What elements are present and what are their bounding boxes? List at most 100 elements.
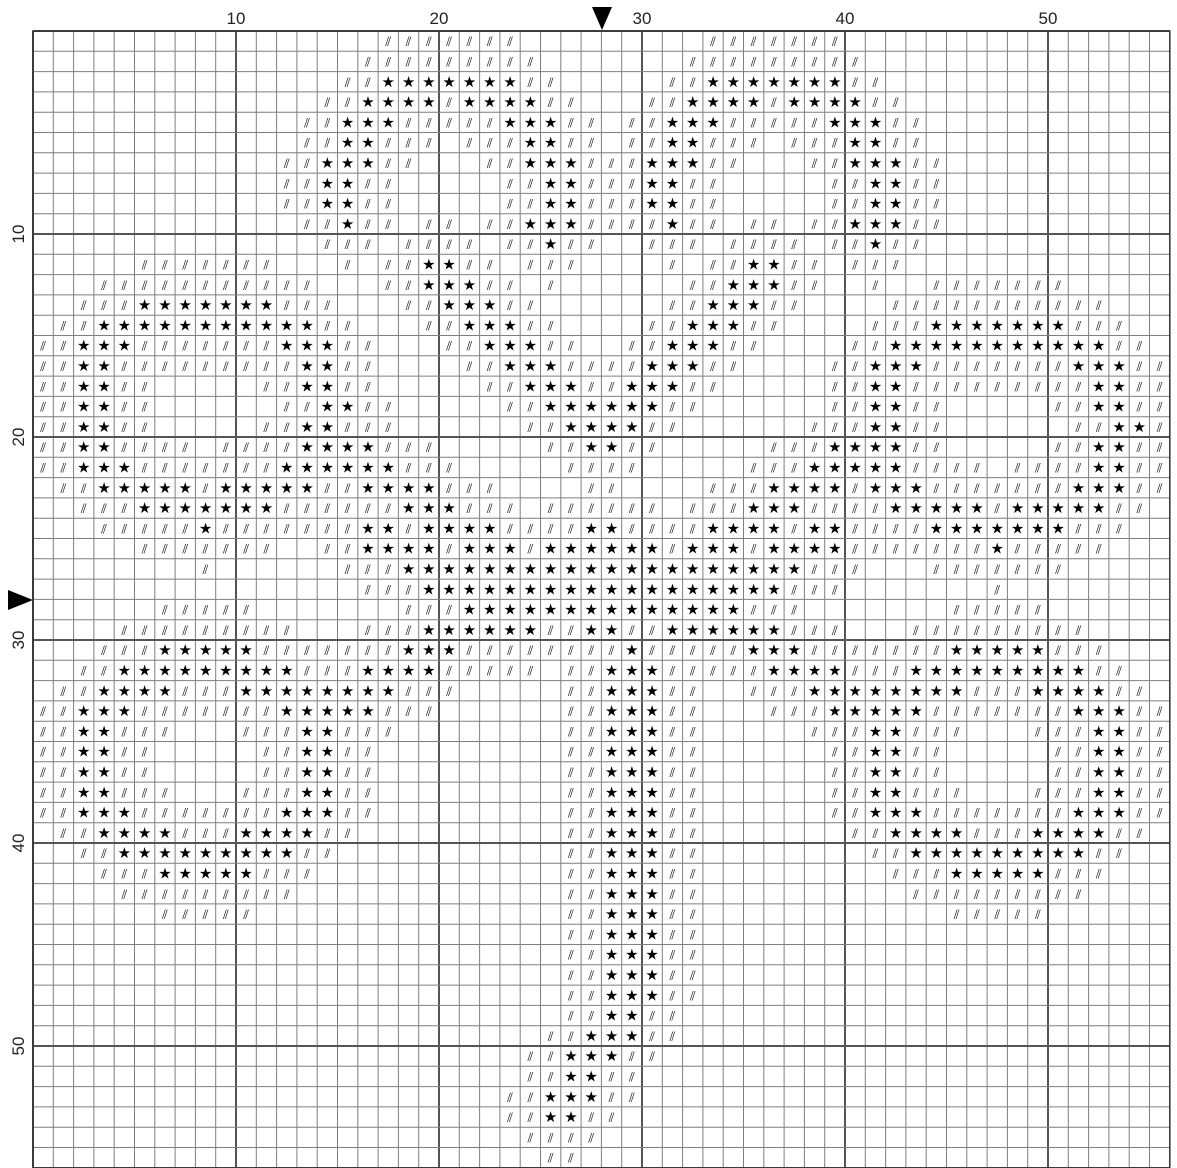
star-stitch-symbol: ★ <box>1011 864 1024 882</box>
star-stitch-symbol: ★ <box>422 641 435 659</box>
star-stitch-symbol: ★ <box>402 499 415 517</box>
hatch-stitch-symbol: ⫽ <box>283 299 290 314</box>
hatch-stitch-symbol: ⫽ <box>364 198 371 213</box>
hatch-stitch-symbol: ⫽ <box>648 441 655 456</box>
star-stitch-symbol: ★ <box>422 499 435 517</box>
hatch-stitch-symbol: ⫽ <box>242 461 249 476</box>
star-stitch-symbol: ★ <box>625 580 638 598</box>
hatch-stitch-symbol: ⫽ <box>1115 502 1122 517</box>
hatch-stitch-symbol: ⫽ <box>263 888 270 903</box>
hatch-stitch-symbol: ⫽ <box>1135 380 1142 395</box>
star-stitch-symbol: ★ <box>727 560 740 578</box>
star-stitch-symbol: ★ <box>950 864 963 882</box>
hatch-stitch-symbol: ⫽ <box>1135 786 1142 801</box>
hatch-stitch-symbol: ⫽ <box>587 380 594 395</box>
hatch-stitch-symbol: ⫽ <box>344 380 351 395</box>
hatch-stitch-symbol: ⫽ <box>364 218 371 233</box>
star-stitch-symbol: ★ <box>625 540 638 558</box>
hatch-stitch-symbol: ⫽ <box>384 624 391 639</box>
star-stitch-symbol: ★ <box>645 905 658 923</box>
star-stitch-symbol: ★ <box>321 174 334 192</box>
hatch-stitch-symbol: ⫽ <box>608 177 615 192</box>
hatch-stitch-symbol: ⫽ <box>181 441 188 456</box>
hatch-stitch-symbol: ⫽ <box>100 664 107 679</box>
star-stitch-symbol: ★ <box>909 357 922 375</box>
hatch-stitch-symbol: ⫽ <box>405 604 412 619</box>
hatch-stitch-symbol: ⫽ <box>141 705 148 720</box>
hatch-stitch-symbol: ⫽ <box>608 157 615 172</box>
star-stitch-symbol: ★ <box>930 316 943 334</box>
star-stitch-symbol: ★ <box>767 255 780 273</box>
hatch-stitch-symbol: ⫽ <box>384 35 391 50</box>
hatch-stitch-symbol: ⫽ <box>1014 807 1021 822</box>
star-stitch-symbol: ★ <box>1112 722 1125 740</box>
hatch-stitch-symbol: ⫽ <box>323 137 330 152</box>
hatch-stitch-symbol: ⫽ <box>1054 746 1061 761</box>
star-stitch-symbol: ★ <box>158 296 171 314</box>
star-stitch-symbol: ★ <box>706 316 719 334</box>
hatch-stitch-symbol: ⫽ <box>872 827 879 842</box>
hatch-stitch-symbol: ⫽ <box>993 604 1000 619</box>
star-stitch-symbol: ★ <box>442 255 455 273</box>
hatch-stitch-symbol: ⫽ <box>486 664 493 679</box>
hatch-stitch-symbol: ⫽ <box>790 258 797 273</box>
star-stitch-symbol: ★ <box>321 337 334 355</box>
star-stitch-symbol: ★ <box>950 499 963 517</box>
star-stitch-symbol: ★ <box>422 621 435 639</box>
hatch-stitch-symbol: ⫽ <box>831 360 838 375</box>
hatch-stitch-symbol: ⫽ <box>567 867 574 882</box>
hatch-stitch-symbol: ⫽ <box>709 279 716 294</box>
hatch-stitch-symbol: ⫽ <box>526 1091 533 1106</box>
hatch-stitch-symbol: ⫽ <box>973 360 980 375</box>
hatch-stitch-symbol: ⫽ <box>120 725 127 740</box>
hatch-stitch-symbol: ⫽ <box>1075 299 1082 314</box>
hatch-stitch-symbol: ⫽ <box>263 461 270 476</box>
star-stitch-symbol: ★ <box>1092 783 1105 801</box>
star-stitch-symbol: ★ <box>727 519 740 537</box>
star-stitch-symbol: ★ <box>1051 682 1064 700</box>
star-stitch-symbol: ★ <box>524 93 537 111</box>
hatch-stitch-symbol: ⫽ <box>1095 543 1102 558</box>
star-stitch-symbol: ★ <box>848 702 861 720</box>
star-stitch-symbol: ★ <box>645 722 658 740</box>
hatch-stitch-symbol: ⫽ <box>141 522 148 537</box>
star-stitch-symbol: ★ <box>889 499 902 517</box>
star-stitch-symbol: ★ <box>605 418 618 436</box>
hatch-stitch-symbol: ⫽ <box>729 340 736 355</box>
hatch-stitch-symbol: ⫽ <box>445 664 452 679</box>
star-stitch-symbol: ★ <box>848 134 861 152</box>
hatch-stitch-symbol: ⫽ <box>303 522 310 537</box>
hatch-stitch-symbol: ⫽ <box>263 807 270 822</box>
hatch-stitch-symbol: ⫽ <box>811 55 818 70</box>
star-stitch-symbol: ★ <box>544 377 557 395</box>
hatch-stitch-symbol: ⫽ <box>181 705 188 720</box>
star-stitch-symbol: ★ <box>1072 499 1085 517</box>
star-stitch-symbol: ★ <box>869 398 882 416</box>
hatch-stitch-symbol: ⫽ <box>628 137 635 152</box>
star-stitch-symbol: ★ <box>625 398 638 416</box>
star-stitch-symbol: ★ <box>77 804 90 822</box>
hatch-stitch-symbol: ⫽ <box>425 55 432 70</box>
hatch-stitch-symbol: ⫽ <box>790 604 797 619</box>
star-stitch-symbol: ★ <box>118 337 131 355</box>
hatch-stitch-symbol: ⫽ <box>466 137 473 152</box>
star-stitch-symbol: ★ <box>483 601 496 619</box>
star-stitch-symbol: ★ <box>158 499 171 517</box>
hatch-stitch-symbol: ⫽ <box>932 746 939 761</box>
star-stitch-symbol: ★ <box>686 316 699 334</box>
hatch-stitch-symbol: ⫽ <box>770 55 777 70</box>
hatch-stitch-symbol: ⫽ <box>669 725 676 740</box>
star-stitch-symbol: ★ <box>889 479 902 497</box>
hatch-stitch-symbol: ⫽ <box>831 421 838 436</box>
hatch-stitch-symbol: ⫽ <box>263 522 270 537</box>
hatch-stitch-symbol: ⫽ <box>526 401 533 416</box>
hatch-stitch-symbol: ⫽ <box>222 461 229 476</box>
hatch-stitch-symbol: ⫽ <box>202 604 209 619</box>
hatch-stitch-symbol: ⫽ <box>283 786 290 801</box>
star-stitch-symbol: ★ <box>848 215 861 233</box>
hatch-stitch-symbol: ⫽ <box>993 807 1000 822</box>
hatch-stitch-symbol: ⫽ <box>364 421 371 436</box>
hatch-stitch-symbol: ⫽ <box>547 96 554 111</box>
hatch-stitch-symbol: ⫽ <box>242 624 249 639</box>
